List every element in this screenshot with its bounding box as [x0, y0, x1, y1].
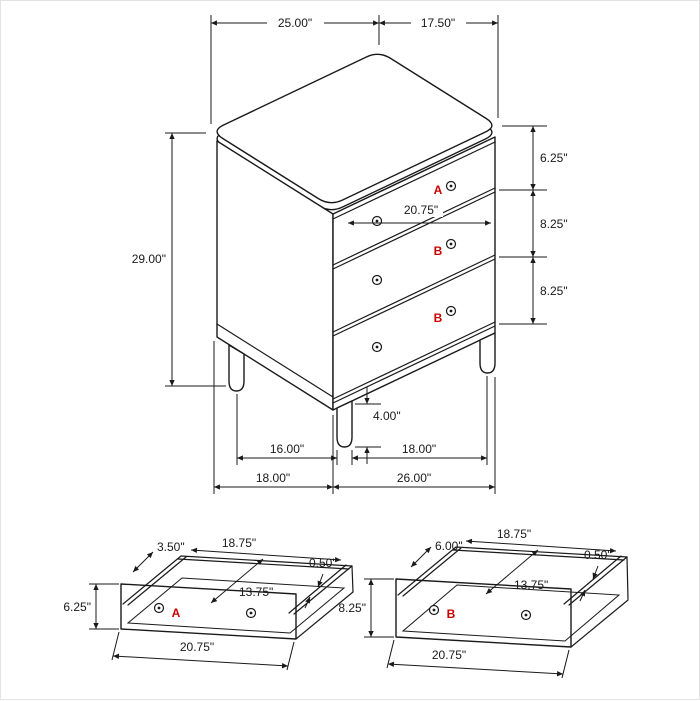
- drawer-divider: [332, 258, 496, 337]
- dim-b-inner-depth: 13.75": [514, 578, 548, 592]
- top-width-dimension: 25.00" 17.50": [210, 15, 499, 124]
- right-wall-rim: [568, 556, 628, 606]
- drawer-b2-label: B: [434, 311, 443, 325]
- dim-b-inner-width: 18.75": [497, 527, 531, 541]
- dim-footprint-width: 26.00": [397, 471, 431, 485]
- drawer-divider: [332, 321, 496, 400]
- dim-a-front-height: 6.25": [63, 600, 91, 614]
- chest-drawing: A B B: [216, 53, 496, 448]
- bottom-right-edge: [570, 599, 629, 648]
- knob-dot: [524, 613, 528, 617]
- dim-a-front-width: 20.75": [180, 640, 214, 654]
- extension-line: [286, 641, 295, 671]
- dimension-line: [387, 661, 564, 677]
- label-backing: [267, 16, 324, 30]
- dimension-arrow: [317, 573, 324, 588]
- knob-dot: [449, 242, 453, 246]
- dim-footprint-depth: 18.00": [256, 471, 290, 485]
- extension-line: [561, 649, 570, 679]
- label-backing: [411, 16, 466, 30]
- drawer-a-label: A: [434, 183, 443, 197]
- dim-a-inner-width: 18.75": [222, 536, 256, 550]
- drawer-b-detail-label: B: [447, 607, 456, 621]
- drawer-b-dimensions: 8.25" 6.00" 18.75" 0.50" 13.75" 20.75": [338, 527, 617, 679]
- back-right-edge: [626, 556, 629, 600]
- dimension-line: [132, 551, 154, 573]
- dim-a-wall-thickness: 0.50": [309, 556, 337, 570]
- dim-middle-drawer-height: 8.25": [540, 217, 568, 231]
- right-wall-rim-inner: [563, 555, 622, 605]
- knob-dot: [449, 184, 453, 188]
- dimension-arrow: [592, 565, 599, 580]
- knob-dot: [157, 606, 161, 610]
- footprint-dimensions: 18.00" 26.00": [213, 341, 496, 494]
- label-backing: [399, 203, 443, 217]
- dim-b-front-width: 20.75": [432, 648, 466, 662]
- dimension-line: [210, 558, 264, 604]
- overall-height-dimension: 29.00": [132, 132, 226, 387]
- knob-dot: [449, 309, 453, 313]
- drawer-b-floor: [401, 584, 621, 642]
- chest-top-surface: [216, 53, 493, 204]
- knob-dot: [375, 345, 379, 349]
- dimension-arrow: [304, 596, 311, 609]
- chest-leg: [228, 344, 245, 392]
- dim-leg-span-left: 16.00": [270, 442, 304, 456]
- drawer-b-detail-view: B 8.25" 6.00" 18.75" 0.50" 13.75" 20.75": [338, 527, 629, 679]
- dimension-line: [485, 549, 539, 595]
- right-wall-rim-inner: [288, 564, 347, 614]
- left-wall-rim-inner: [402, 547, 462, 597]
- bottom-rail-line: [216, 323, 334, 398]
- main-chest-view: A B B 25.00" 17.50" 6.25" 8.25": [132, 15, 568, 494]
- left-wall-rim-inner: [127, 556, 187, 606]
- chest-leg: [479, 332, 496, 374]
- drawer-a-detail-label: A: [172, 606, 181, 620]
- drawer-a-floor: [126, 577, 346, 634]
- dim-a-side-height: 3.50": [157, 540, 185, 554]
- chest-leg: [336, 400, 353, 448]
- dimension-arrow: [579, 589, 586, 602]
- left-wall-rim: [122, 555, 182, 605]
- top-rail-line: [332, 141, 496, 220]
- knob-dot: [432, 608, 436, 612]
- dim-top-width: 25.00": [278, 16, 312, 30]
- knob-dot: [249, 611, 253, 615]
- dim-overall-height: 29.00": [132, 252, 166, 266]
- drawer-b-label: B: [434, 244, 443, 258]
- leg-spacing-dimensions: 16.00" 18.00": [236, 376, 488, 465]
- dim-a-inner-depth: 13.75": [239, 585, 273, 599]
- bottom-right-edge: [295, 591, 354, 640]
- drawer-divider: [332, 254, 496, 333]
- drawer-front-width-dimension: 20.75": [348, 203, 491, 226]
- left-wall-rim: [397, 546, 457, 596]
- dim-drawer-front-width: 20.75": [404, 203, 438, 217]
- drawer-height-dimension-chain: 6.25" 8.25" 8.25": [499, 125, 568, 325]
- dimension-line: [112, 653, 289, 669]
- right-wall-rim: [293, 565, 353, 615]
- leg-height-dimension: 4.00": [355, 387, 401, 464]
- dim-b-wall-thickness: 0.50": [584, 548, 612, 562]
- dim-b-side-height: 6.00": [435, 539, 463, 553]
- drawer-a-detail-view: A 6.25" 3.50" 18.75" 0.50" 13.75" 20.75": [63, 536, 354, 671]
- dim-bottom-drawer-height: 8.25": [540, 284, 568, 298]
- dim-top-drawer-height: 6.25": [540, 151, 568, 165]
- drawer-divider: [332, 187, 496, 266]
- knob-dot: [375, 278, 379, 282]
- back-right-edge: [351, 565, 354, 593]
- dimension-line: [190, 547, 342, 563]
- dimension-line: [410, 546, 432, 568]
- drawer-a-dimensions: 6.25" 3.50" 18.75" 0.50" 13.75" 20.75": [63, 536, 342, 671]
- dimension-line: [465, 538, 617, 554]
- drawer-divider: [332, 191, 496, 270]
- dim-top-depth: 17.50": [421, 16, 455, 30]
- dim-b-front-height: 8.25": [338, 601, 366, 615]
- knob-dot: [375, 219, 379, 223]
- dim-leg-height: 4.00": [373, 409, 401, 423]
- drawer-divider: [332, 325, 496, 404]
- dim-leg-span-right: 18.00": [402, 442, 436, 456]
